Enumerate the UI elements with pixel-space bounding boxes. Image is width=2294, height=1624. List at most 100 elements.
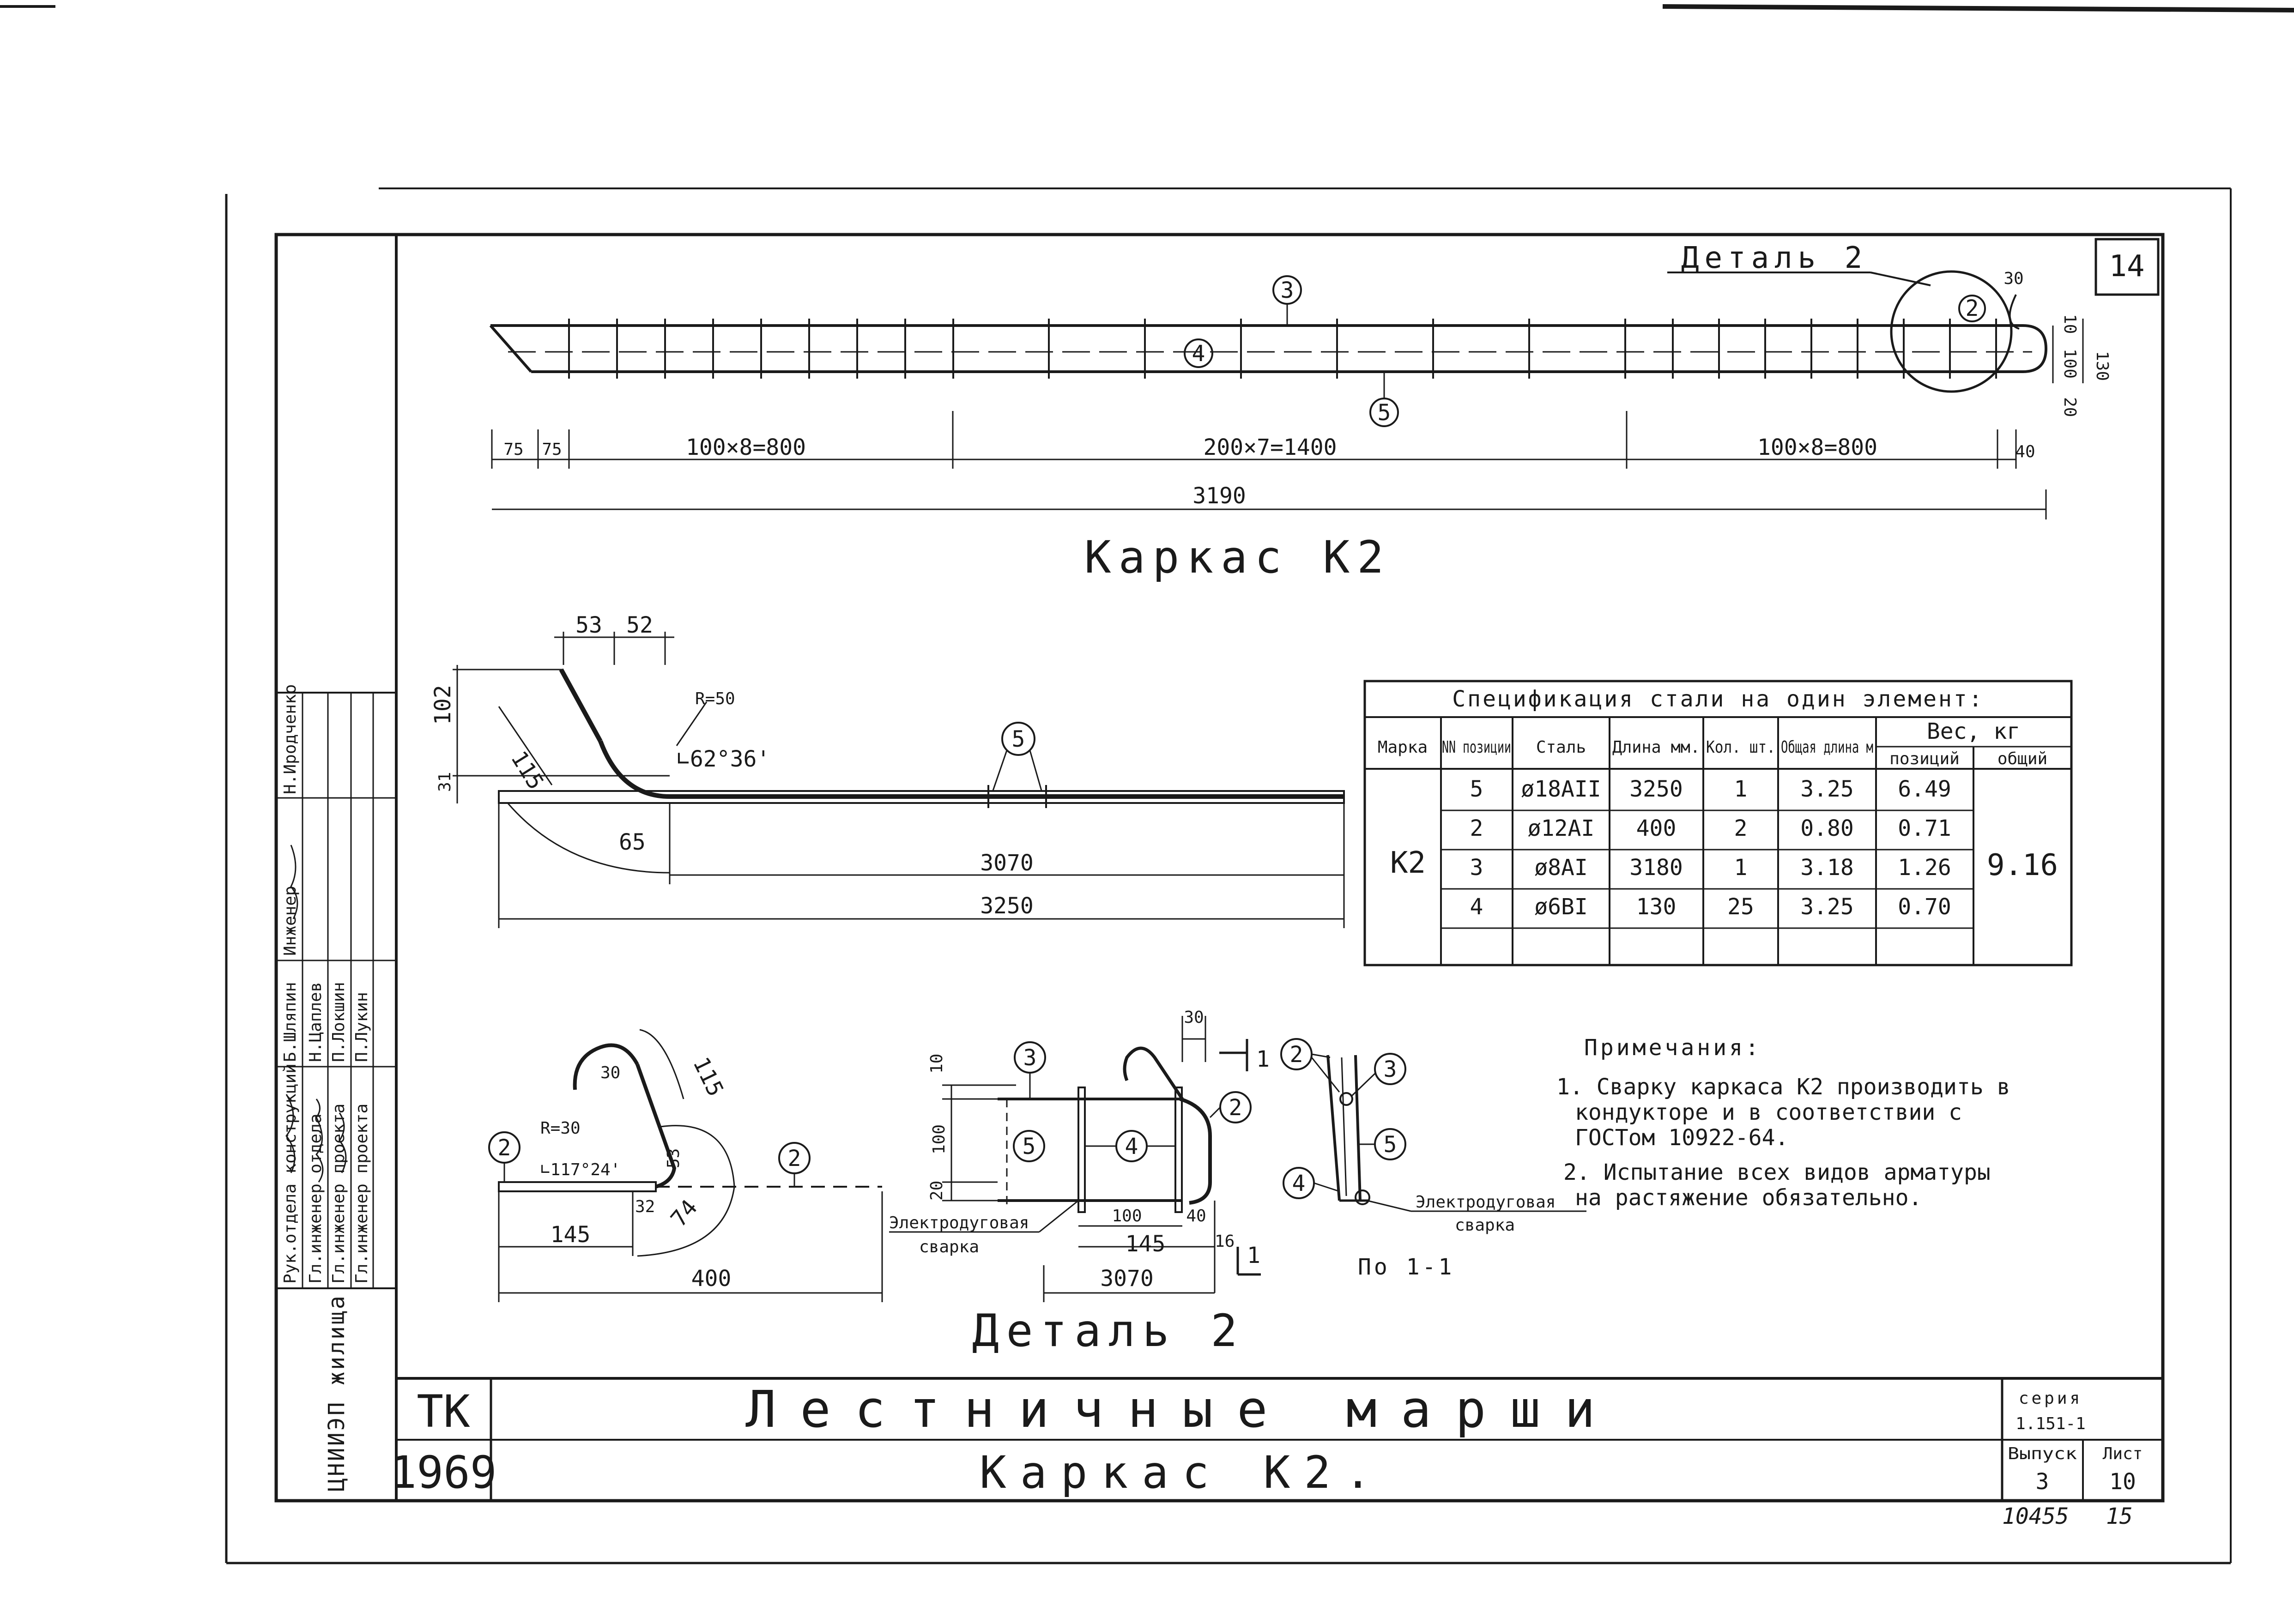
sheet-number: 14 bbox=[2109, 249, 2144, 284]
d2-dim-20: 20 bbox=[927, 1181, 946, 1201]
callout-5: 5 bbox=[1378, 400, 1391, 426]
signature-1 bbox=[285, 1094, 296, 1173]
bar-callout-5: 5 bbox=[1012, 726, 1025, 752]
d2-weld-1: Электродуговая bbox=[889, 1213, 1029, 1232]
bent-dim-53: 53 bbox=[664, 1148, 683, 1168]
spec-cell-pos-2: 2 bbox=[1470, 815, 1483, 841]
spec-cell-weight-3: 1.26 bbox=[1898, 855, 1951, 881]
spec-cell-length-4: 130 bbox=[1636, 894, 1677, 920]
spec-cell-pos-3: 3 bbox=[1470, 855, 1483, 881]
dim-53: 53 bbox=[575, 612, 602, 638]
notes-title: Примечания: bbox=[1584, 1035, 1761, 1061]
spec-cell-length-2: 400 bbox=[1636, 815, 1677, 841]
spec-cell-length-1: 3250 bbox=[1629, 776, 1683, 802]
header-pos: NN позиции bbox=[1442, 738, 1511, 757]
d2-dim-16: 16 bbox=[1215, 1232, 1235, 1251]
bent-dim-30: 30 bbox=[600, 1063, 620, 1082]
note-line-4: 2. Испытание всех видов арматуры bbox=[1563, 1159, 1991, 1185]
tb-tk: ТК bbox=[417, 1386, 470, 1437]
bent-dim-115: 115 bbox=[688, 1053, 728, 1100]
bend-angle: ∟62°36' bbox=[677, 746, 770, 772]
callout-circle-4 bbox=[1184, 338, 1213, 368]
d2-weld-2: сварка bbox=[919, 1238, 979, 1256]
tb-series: 1.151-1 bbox=[2016, 1414, 2086, 1433]
dim-right-spacing: 100×8=800 bbox=[1757, 435, 1877, 460]
drawing-frame bbox=[274, 233, 2165, 1503]
sec-callout-3: 3 bbox=[1384, 1057, 1397, 1082]
dim-40: 40 bbox=[2015, 442, 2035, 461]
stamp-name-5: Н.Иродченко bbox=[281, 684, 300, 794]
tb-issue: 3 bbox=[2036, 1469, 2049, 1495]
d2-cut-mark-top: 1 bbox=[1256, 1046, 1270, 1072]
tb-subtitle: Каркас К2. bbox=[980, 1447, 1385, 1498]
header-total-length: Общая длина м bbox=[1781, 738, 1873, 757]
main-view-title: Каркас К2 bbox=[1084, 531, 1391, 583]
d2-callout-4: 4 bbox=[1125, 1134, 1138, 1159]
note-line-2: кондукторе и в соответствии с bbox=[1575, 1099, 1962, 1125]
sec-callout-2: 2 bbox=[1290, 1042, 1303, 1068]
spec-cell-qty-4: 25 bbox=[1727, 894, 1754, 920]
dim-3250: 3250 bbox=[980, 893, 1034, 919]
section-title: По 1-1 bbox=[1358, 1254, 1454, 1280]
tb-issue-label: Выпуск bbox=[2008, 1444, 2077, 1463]
dim-3070: 3070 bbox=[980, 850, 1034, 876]
spec-cell-total_len-2: 0.80 bbox=[1800, 815, 1854, 841]
bent-angle: ∟117°24' bbox=[540, 1160, 620, 1179]
tb-series-label: серия bbox=[2019, 1389, 2082, 1408]
dim-total-length: 3190 bbox=[1192, 483, 1246, 509]
d2-callout-2: 2 bbox=[1229, 1095, 1242, 1121]
bent-dim-400: 400 bbox=[691, 1266, 732, 1292]
spec-cell-qty-3: 1 bbox=[1734, 855, 1748, 881]
header-qty: Кол. шт. bbox=[1706, 738, 1775, 757]
dim-20: 20 bbox=[2060, 397, 2079, 417]
spec-cell-qty-1: 1 bbox=[1734, 776, 1748, 802]
d2-dim-10: 10 bbox=[927, 1054, 946, 1074]
tb-title: Лестничные марши bbox=[745, 1380, 1619, 1439]
stamp-name-4: П.Лукин bbox=[352, 992, 371, 1062]
tb-year: 1969 bbox=[390, 1447, 496, 1498]
signature-4 bbox=[290, 845, 298, 919]
signature-2 bbox=[315, 1099, 324, 1183]
bent-radius: R=30 bbox=[540, 1119, 581, 1138]
stamp-role-3: Гл.инженер проекта bbox=[329, 1104, 348, 1284]
dim-115: 115 bbox=[506, 747, 549, 794]
scan-edges bbox=[0, 4, 2294, 1564]
spec-cell-pos-1: 5 bbox=[1470, 776, 1483, 802]
spec-cell-total_len-4: 3.25 bbox=[1800, 894, 1854, 920]
spec-cell-weight-1: 6.49 bbox=[1898, 776, 1951, 802]
bent-callout-2a: 2 bbox=[498, 1135, 511, 1161]
spec-cell-length-3: 3180 bbox=[1629, 855, 1683, 881]
bent-callout-2b: 2 bbox=[788, 1146, 801, 1171]
spec-cell-pos-4: 4 bbox=[1470, 894, 1483, 920]
callout-4: 4 bbox=[1192, 341, 1205, 367]
d2-cut-mark-bottom: 1 bbox=[1247, 1243, 1260, 1268]
d2-dim-145: 145 bbox=[1126, 1231, 1166, 1257]
main-view: 3 4 5 Деталь 2 2 30 10 100 130 20 75 75 … bbox=[489, 241, 2112, 583]
stamp-name-1: Б.Шляпин bbox=[281, 982, 300, 1062]
d2-callout-3: 3 bbox=[1023, 1045, 1037, 1071]
header-weight: Вес, кг bbox=[1927, 718, 2020, 744]
detail-2: 30 1 10 100 20 3 2 5 4 100 40 145 16 307… bbox=[889, 1008, 1270, 1357]
bar-5-view: 53 52 102 31 115 R=50 ∟62°36' 5 65 3070 … bbox=[430, 612, 1345, 928]
spec-cell-weight-2: 0.71 bbox=[1898, 815, 1951, 841]
bend-radius: R=50 bbox=[695, 689, 735, 708]
d2-dim-40: 40 bbox=[1186, 1207, 1206, 1226]
footer-left-number: 10455 bbox=[2002, 1503, 2069, 1529]
dim-75b: 75 bbox=[542, 440, 562, 459]
dim-10: 10 bbox=[2060, 314, 2079, 334]
side-stamp: ЦНИИЭП жилища Рук.отдела конструкций Гл.… bbox=[276, 684, 396, 1491]
stamp-org: ЦНИИЭП жилища bbox=[324, 1294, 350, 1491]
mark-k2: К2 bbox=[1390, 846, 1426, 880]
tb-sheet-label: Лист bbox=[2103, 1444, 2143, 1463]
tb-sheet: 10 bbox=[2109, 1469, 2136, 1495]
dim-mid-spacing: 200×7=1400 bbox=[1204, 435, 1337, 460]
spec-cell-total_len-3: 3.18 bbox=[1800, 855, 1854, 881]
bent-dim-145: 145 bbox=[551, 1222, 591, 1248]
spec-cell-steel-3: ø8АI bbox=[1534, 855, 1588, 881]
spec-cell-weight-4: 0.70 bbox=[1898, 894, 1951, 920]
dim-65: 65 bbox=[619, 829, 646, 855]
sec-callout-5: 5 bbox=[1384, 1132, 1397, 1158]
spec-cell-total_len-1: 3.25 bbox=[1800, 776, 1854, 802]
